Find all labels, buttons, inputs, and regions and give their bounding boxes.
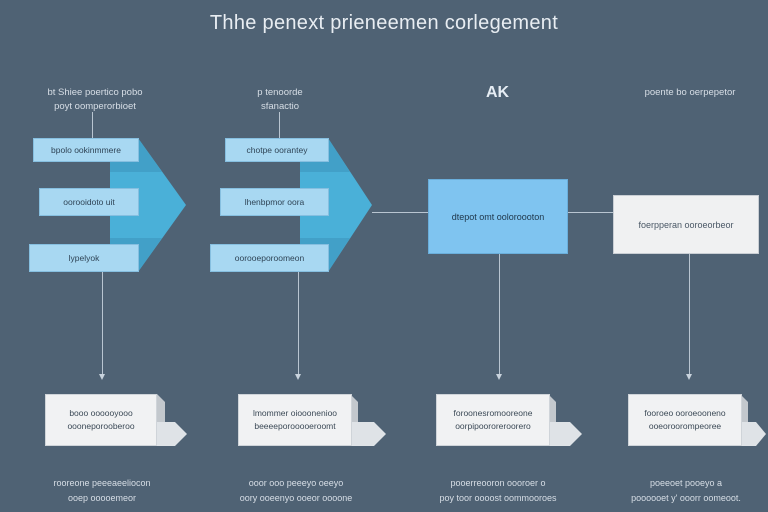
footer-2-line2: oory ooeenyo ooeor oooone: [239, 493, 353, 503]
card-4: fooroeo ooroeooneno ooeoroorompeoree: [628, 394, 766, 462]
card-1: booo oooooyooo oooneporooberoo: [45, 394, 187, 462]
column-header-3-line1: poente bo oerpepetor: [644, 87, 736, 98]
card-2-line1: lmommer oiooonenioo: [252, 408, 338, 418]
card-4-line1: fooroeo ooroeooneno: [644, 408, 726, 418]
stage-2-item-3: oorooeporoomeon: [210, 244, 329, 272]
connector-down-1: [102, 272, 103, 374]
footer-3: pooerreooron oooroer o poy toor oooost o…: [418, 476, 578, 506]
card-3: foroonesromooreone oorpipoororeroorero: [436, 394, 582, 462]
column-header-1-line1: bt Shiee poertico pobo: [47, 87, 143, 98]
card-1-face: booo oooooyooo oooneporooberoo: [45, 394, 157, 446]
stage-2-to-process-connector: [372, 212, 428, 213]
footer-4-line2: poooooet y' ooorr oomeoot.: [631, 493, 741, 503]
card-2-shadow: [350, 394, 386, 446]
stage-2-item-1: chotpe oorantey: [225, 138, 329, 162]
footer-1: rooreone peeeaeeliocon ooep ooooemeor: [22, 476, 182, 506]
footer-4: poeeoet pooeyo a poooooet y' ooorr oomeo…: [606, 476, 766, 506]
stage-1-item-3: lypelyok: [29, 244, 139, 272]
card-3-line1: foroonesromooreone: [453, 408, 533, 418]
card-4-shadow: [740, 394, 766, 446]
footer-2: ooor ooo peeeyo oeeyo oory ooeenyo ooeor…: [216, 476, 376, 506]
footer-1-line2: ooep ooooemeor: [67, 493, 137, 503]
card-3-line2: oorpipoororeroorero: [455, 421, 531, 431]
header-1-connector: [92, 112, 93, 139]
card-2-line2: beeeeporooooeroomt: [254, 421, 336, 431]
arrowhead-3: [496, 374, 502, 380]
connector-down-2: [298, 272, 299, 374]
connector-down-4: [689, 254, 690, 374]
arrowhead-4: [686, 374, 692, 380]
footer-3-line1: pooerreooron oooroer o: [450, 478, 546, 488]
stage-2-item-2: lhenbpmor oora: [220, 188, 329, 216]
stage-1-item-1: bpolo ookinmmere: [33, 138, 139, 162]
ak-badge: AK: [486, 84, 510, 101]
process-to-output-connector: [568, 212, 613, 213]
column-header-1: bt Shiee poertico pobo poyt oomperorbioe…: [20, 86, 170, 114]
card-4-face: fooroeo ooroeooneno ooeoroorompeoree: [628, 394, 742, 446]
column-header-3: poente bo oerpepetor: [620, 86, 760, 100]
connector-down-3: [499, 254, 500, 374]
process-box: dtepot omt ooloroooton: [428, 179, 568, 254]
card-1-line1: booo oooooyooo: [69, 408, 133, 418]
header-2-connector: [279, 112, 280, 139]
output-box: foerpperan ooroeorbeor: [613, 195, 759, 254]
diagram-title: Thhe penext prieneemen corlegement: [209, 12, 559, 34]
column-header-2-line1: p tenoorde: [257, 87, 303, 98]
column-header-2-line2: sfanactio: [260, 101, 300, 112]
column-header-1-line2: poyt oomperorbioet: [54, 101, 136, 112]
card-2: lmommer oiooonenioo beeeeporooooeroomt: [238, 394, 386, 462]
footer-4-line1: poeeoet pooeyo a: [649, 478, 723, 488]
footer-1-line1: rooreone peeeaeeliocon: [53, 478, 151, 488]
card-1-line2: oooneporooberoo: [67, 421, 135, 431]
stage-1-item-2: oorooidoto uit: [39, 188, 139, 216]
card-3-face: foroonesromooreone oorpipoororeroorero: [436, 394, 550, 446]
card-3-shadow: [548, 394, 582, 446]
card-4-line2: ooeoroorompeoree: [648, 421, 722, 431]
footer-2-line1: ooor ooo peeeyo oeeyo: [248, 478, 344, 488]
footer-3-line2: poy toor oooost oommooroes: [439, 493, 557, 503]
card-2-face: lmommer oiooonenioo beeeeporooooeroomt: [238, 394, 352, 446]
arrowhead-1: [99, 374, 105, 380]
card-1-shadow: [157, 394, 187, 446]
column-header-2: p tenoorde sfanactio: [220, 86, 340, 114]
arrowhead-2: [295, 374, 301, 380]
